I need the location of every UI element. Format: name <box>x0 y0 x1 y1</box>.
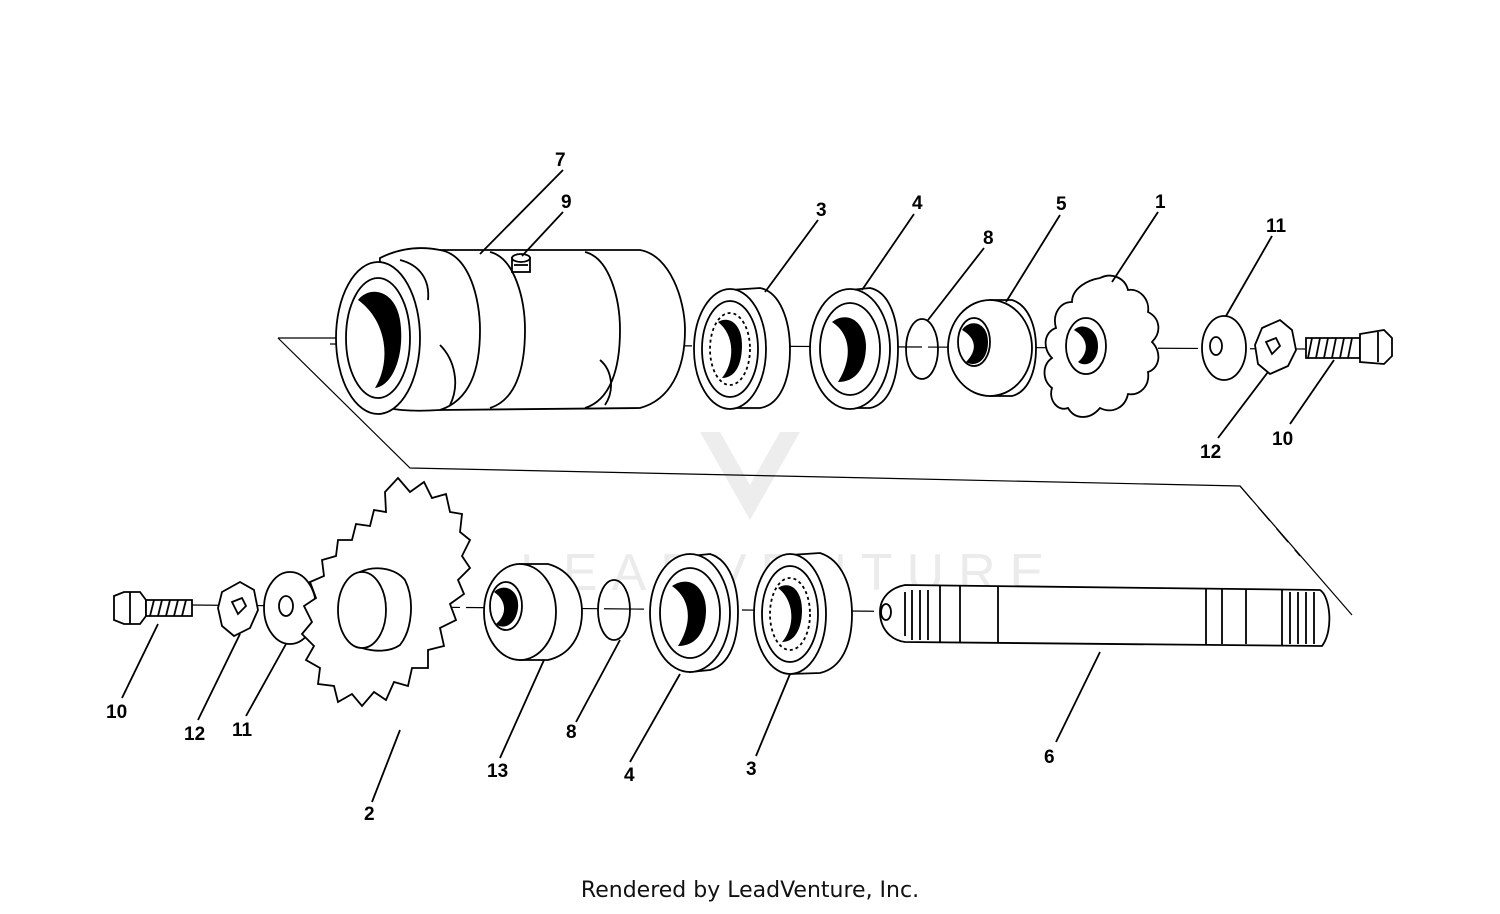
bolt-lower <box>113 591 193 625</box>
ball-bearing-lower <box>753 552 853 675</box>
callout-12-upper: 12 <box>1200 442 1221 463</box>
callout-4-upper: 4 <box>912 193 923 214</box>
bearing-race-upper <box>809 287 899 410</box>
o-ring-lower <box>597 579 631 641</box>
callout-5: 5 <box>1056 194 1067 215</box>
callout-10-upper: 10 <box>1272 429 1293 450</box>
callout-13: 13 <box>487 761 508 782</box>
callout-labels: 7 9 3 4 8 5 1 11 12 10 10 12 11 2 13 8 4… <box>106 150 1293 825</box>
small-sprocket <box>1043 274 1160 418</box>
callout-12-lower: 12 <box>184 724 205 745</box>
grease-fitting <box>511 253 531 273</box>
shaft <box>879 584 1331 647</box>
callout-4-lower: 4 <box>624 765 635 786</box>
callout-8-upper: 8 <box>983 228 994 249</box>
large-sprocket <box>300 476 472 708</box>
spacer <box>947 299 1037 397</box>
callout-3-upper: 3 <box>816 200 827 221</box>
ball-bearing-upper <box>693 287 791 410</box>
lock-plate-upper <box>1254 318 1297 376</box>
spacer-lower <box>483 563 583 661</box>
callout-3-lower: 3 <box>746 759 757 780</box>
lock-plate-lower <box>217 580 259 638</box>
washer-upper <box>1201 315 1247 381</box>
callout-11-lower: 11 <box>232 720 253 741</box>
bolt-upper <box>1305 329 1393 365</box>
o-ring-upper <box>905 318 939 380</box>
housing <box>335 247 686 415</box>
callout-10-lower: 10 <box>106 702 127 723</box>
callout-8-lower: 8 <box>566 722 577 743</box>
leader-lines <box>121 169 1335 803</box>
callout-6: 6 <box>1044 747 1055 768</box>
footer-credit: Rendered by LeadVenture, Inc. <box>580 878 920 903</box>
callout-9: 9 <box>561 192 572 213</box>
callout-11-upper: 11 <box>1266 216 1287 237</box>
callout-7: 7 <box>555 150 566 171</box>
bearing-race-lower <box>649 553 739 673</box>
callout-2: 2 <box>364 804 375 825</box>
callout-1: 1 <box>1155 192 1166 213</box>
